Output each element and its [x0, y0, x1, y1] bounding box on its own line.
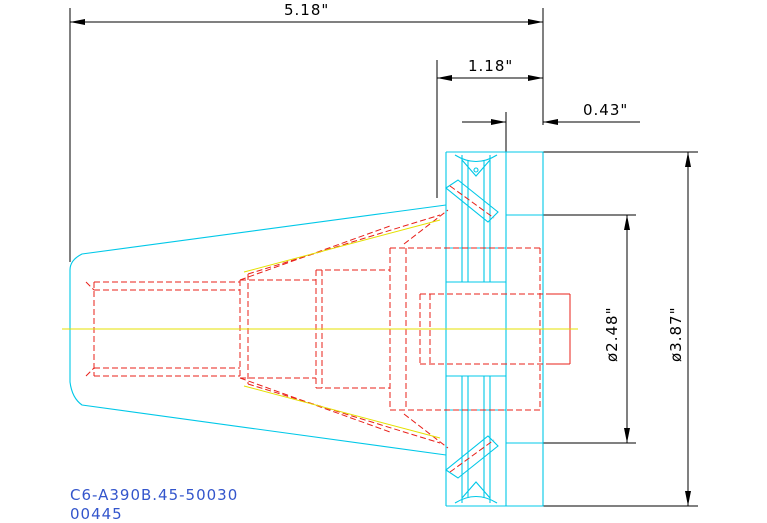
part-number: C6-A390B.45-50030	[70, 486, 238, 504]
flange-length-label: 1.18"	[468, 57, 513, 75]
flange-diameter-label: ø3.87"	[667, 307, 685, 362]
overall-length-label: 5.18"	[284, 1, 329, 19]
pilot-diameter-label: ø2.48"	[603, 307, 621, 362]
part-code: 00445	[70, 505, 123, 523]
flange-offset-label: 0.43"	[583, 101, 628, 119]
dimension-lines	[69, 8, 698, 507]
center-lines	[62, 219, 578, 439]
part-outline	[69, 151, 544, 507]
